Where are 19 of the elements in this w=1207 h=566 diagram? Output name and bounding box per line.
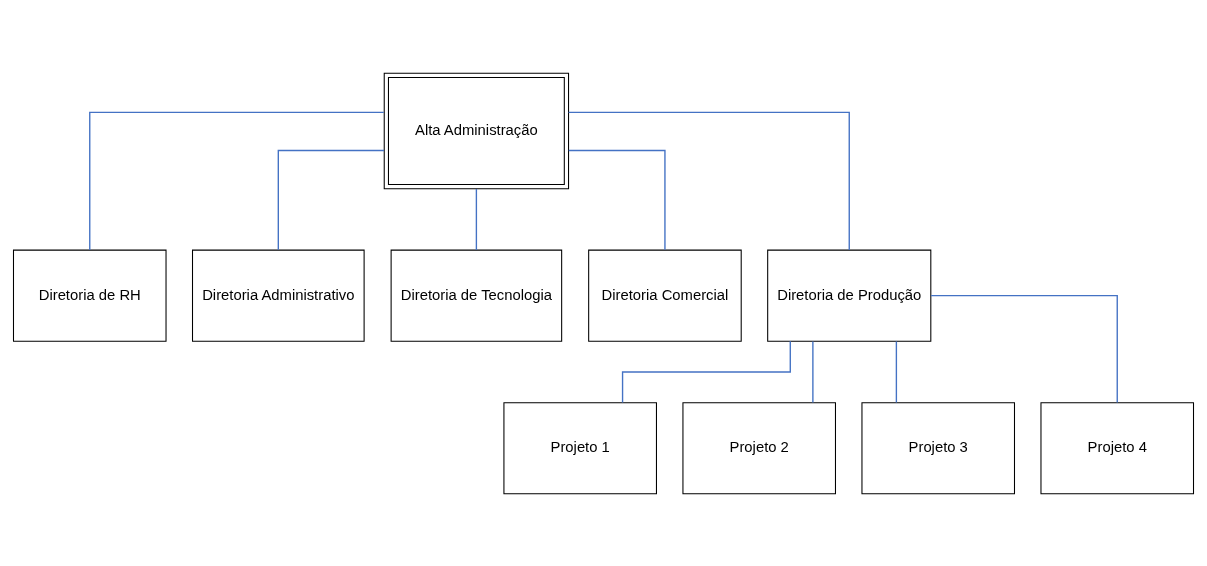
- connector: [568, 149, 666, 250]
- connector: [930, 294, 1118, 403]
- node-box: Diretoria de RH: [12, 249, 167, 342]
- node-box: Projeto 3: [861, 401, 1015, 494]
- connector: [621, 340, 791, 403]
- connector: [895, 340, 898, 403]
- node-box: Projeto 2: [682, 401, 836, 494]
- node-box: Alta Administração: [383, 72, 570, 189]
- node-box: Projeto 4: [1040, 401, 1195, 494]
- node-box: Diretoria de Tecnologia: [390, 249, 563, 342]
- node-box: Diretoria de Produção: [767, 249, 932, 342]
- node-box: Diretoria Administrativo: [192, 249, 365, 342]
- node-box: Diretoria Comercial: [588, 249, 742, 342]
- connector: [475, 187, 478, 251]
- connector: [277, 149, 385, 250]
- connector: [567, 111, 850, 251]
- node-box: Projeto 1: [503, 401, 657, 494]
- connector: [89, 111, 385, 251]
- connector: [812, 340, 814, 403]
